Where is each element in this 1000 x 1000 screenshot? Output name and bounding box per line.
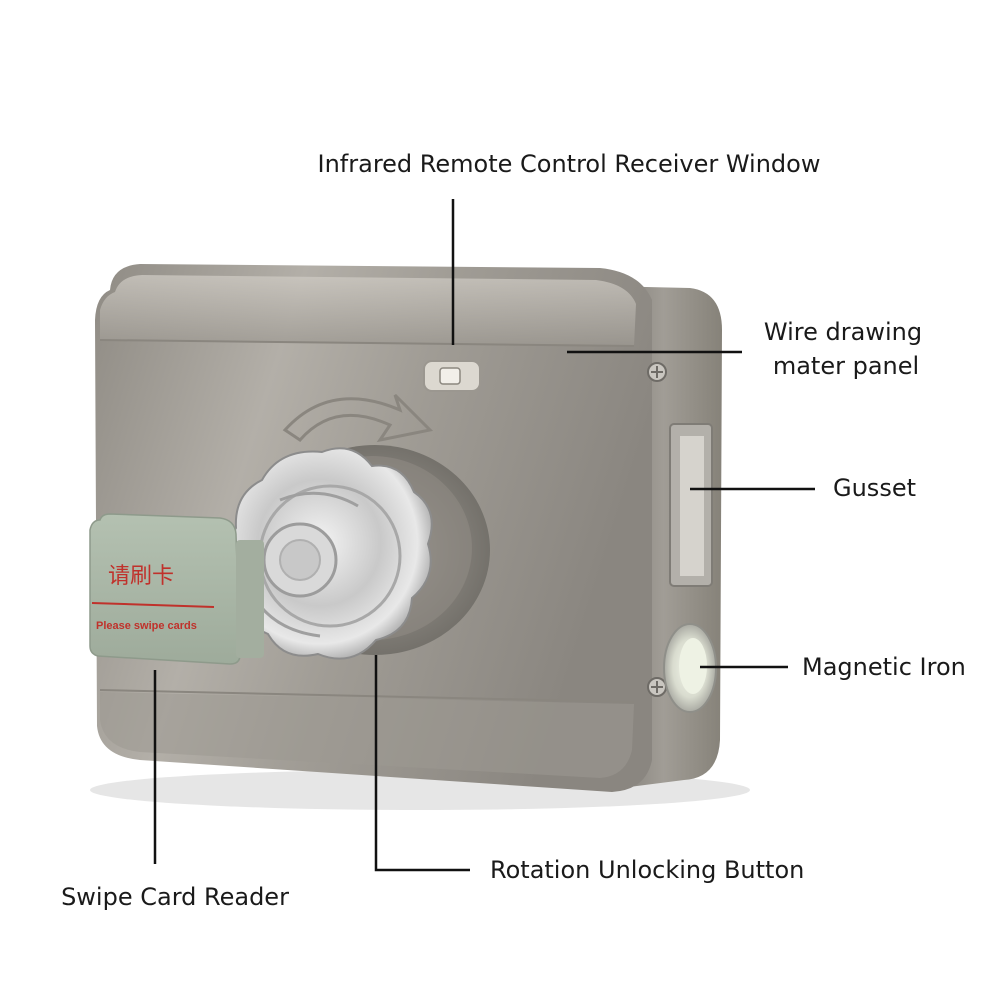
card-chinese-text: 请刷卡 bbox=[108, 564, 174, 589]
callout-wire-line2: mater panel bbox=[773, 352, 919, 380]
swipe-card-reader: 请刷卡 Please swipe cards bbox=[89, 513, 264, 665]
callout-rotation: Rotation Unlocking Button bbox=[490, 856, 804, 884]
wire-drawing-panel bbox=[100, 275, 636, 346]
callout-swipe: Swipe Card Reader bbox=[61, 883, 289, 911]
callout-gusset: Gusset bbox=[833, 474, 916, 502]
callout-wire-line1: Wire drawing bbox=[764, 318, 922, 346]
callout-magnetic: Magnetic Iron bbox=[802, 653, 966, 681]
leader-rotation bbox=[374, 655, 470, 872]
rotation-arrow-icon bbox=[282, 393, 434, 443]
card-english-text: Please swipe cards bbox=[96, 620, 197, 632]
callout-infrared: Infrared Remote Control Receiver Window bbox=[318, 150, 821, 178]
